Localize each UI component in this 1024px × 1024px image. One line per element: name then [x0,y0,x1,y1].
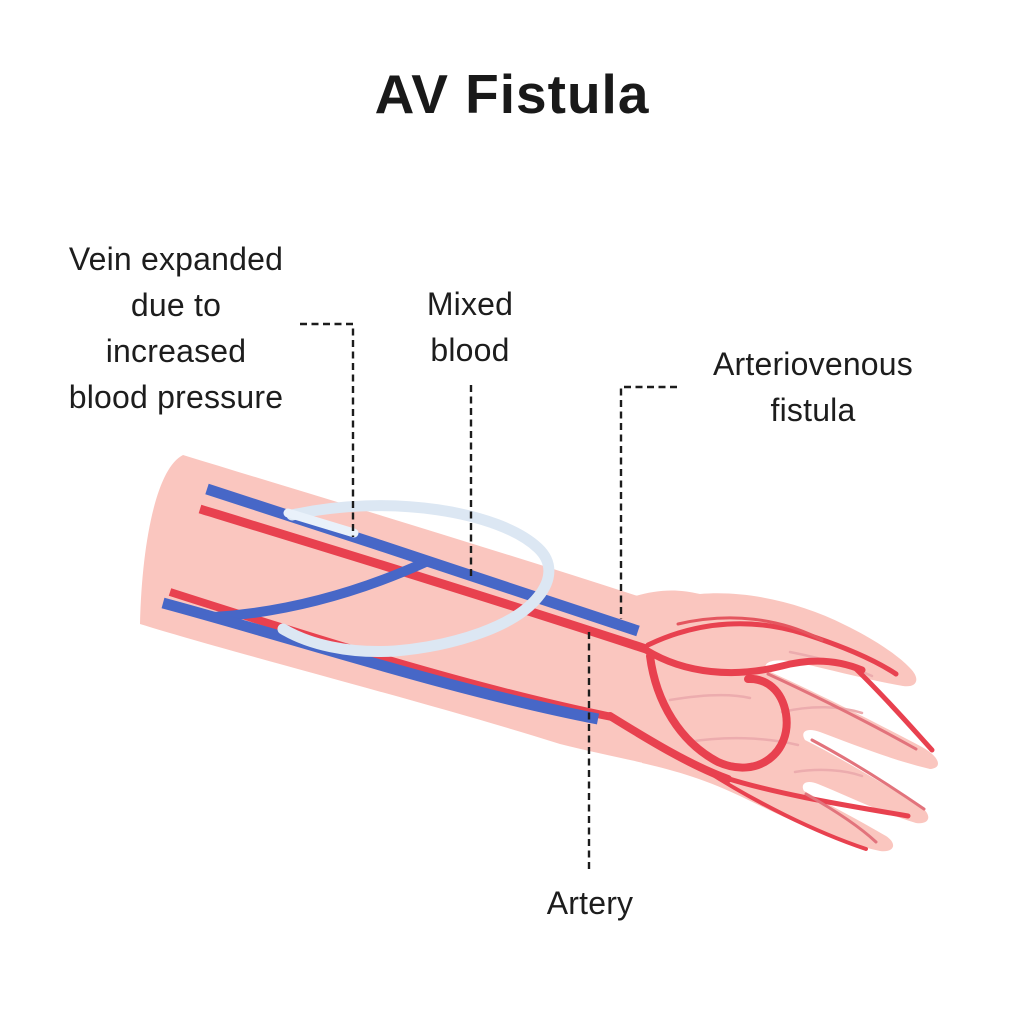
palm-crease-line [780,706,864,715]
vein-branch [209,556,433,622]
thumb-artery [645,621,899,677]
index-finger-artery [852,665,935,753]
label-artery: Artery [490,880,690,926]
finger-crease-line [810,738,926,811]
basilic-vein [161,597,600,725]
finger-crease-line [766,672,918,751]
hand-top-artery-line [676,616,824,642]
label-arteriovenous-fistula: Arteriovenous fistula [663,341,963,433]
palm-crease-line [668,693,752,702]
label-line: due to [130,287,222,323]
expanded-vein-loop [277,500,555,658]
label-line: blood pressure [68,379,284,415]
ulnar-artery-palm [606,712,732,783]
ring-finger-artery [703,768,868,851]
palmar-arch-deep [646,652,791,772]
label-line: fistula [770,392,856,428]
palm-crease-line [793,768,864,778]
label-line: Mixed [426,286,514,322]
label-line: Arteriovenous [712,346,914,382]
label-line: increased [105,333,247,369]
label-line: Vein expanded [68,241,284,277]
leader-line-vein-expanded [300,322,355,537]
label-line: blood [430,332,510,368]
expanded-vein-highlight [283,508,359,538]
radial-artery [198,504,648,654]
label-line: Artery [546,885,634,921]
finger-crease-line [804,792,878,844]
finger-crease-lines [766,672,926,844]
palm-crease-line [686,736,800,747]
palmar-arch-upper [642,646,866,677]
label-mixed-blood: Mixed blood [370,281,570,373]
page-title: AV Fistula [374,63,650,125]
leader-line-av-fistula [619,385,677,619]
leader-lines [300,322,677,873]
vein-network [161,483,640,725]
label-vein-expanded: Vein expanded due to increased blood pre… [16,236,336,420]
